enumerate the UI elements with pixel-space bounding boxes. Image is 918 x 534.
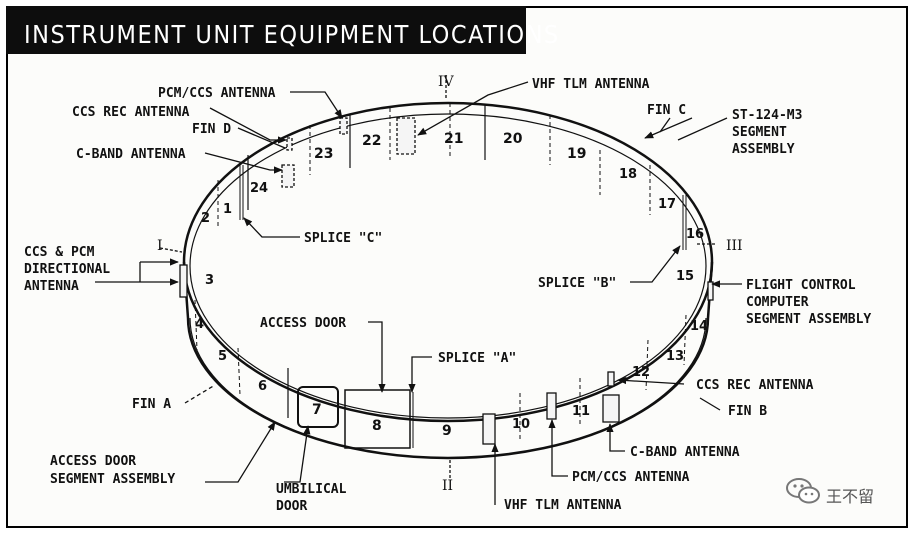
segment-label: 18 <box>619 167 637 182</box>
label-c-band-antenna-bottom: C-BAND ANTENNA <box>630 445 740 460</box>
segment-label: 19 <box>567 146 586 162</box>
label-ccs-rec-antenna-top: CCS REC ANTENNA <box>72 105 190 120</box>
segment-label: 1 <box>223 202 232 217</box>
segment-label: 23 <box>314 146 333 162</box>
label-vhf-tlm-antenna-bottom: VHF TLM ANTENNA <box>504 498 622 513</box>
watermark-text: 王不留 <box>826 487 875 506</box>
page-title: INSTRUMENT UNIT EQUIPMENT LOCATIONS <box>24 20 560 49</box>
label-ccs-pcm-line2: DIRECTIONAL <box>24 262 110 277</box>
label-fin-b: FIN B <box>728 404 767 419</box>
label-umbilical-line2: DOOR <box>276 499 307 514</box>
segment-label: 16 <box>686 227 704 242</box>
segment-label: 10 <box>512 417 530 432</box>
label-st124-line2: SEGMENT <box>732 125 787 140</box>
label-umbilical-line1: UMBILICAL <box>276 482 347 497</box>
label-splice-a: SPLICE "A" <box>438 351 516 366</box>
segment-label: 3 <box>205 273 214 288</box>
label-ccs-pcm-line3: ANTENNA <box>24 279 79 294</box>
label-c-band-antenna-top: C-BAND ANTENNA <box>76 147 186 162</box>
segment-label: 11 <box>572 404 590 419</box>
watermark: 王不留 <box>784 476 896 510</box>
position-marker: IV <box>438 74 455 90</box>
segment-dividers <box>194 103 687 440</box>
label-fin-d: FIN D <box>192 122 231 137</box>
access-door-panel <box>344 389 411 449</box>
segment-label: 5 <box>218 349 227 364</box>
label-ccs-rec-antenna-bottom: CCS REC ANTENNA <box>696 378 814 393</box>
segment-numbers: 1 2 3 4 5 6 7 8 9 10 11 12 13 14 15 16 1… <box>195 131 708 439</box>
label-splice-c: SPLICE "C" <box>304 231 382 246</box>
diagram-frame <box>6 6 908 528</box>
label-access-door-seg-line1: ACCESS DOOR <box>50 454 136 469</box>
label-st124-line3: ASSEMBLY <box>732 142 795 157</box>
segment-label: 14 <box>690 319 708 334</box>
label-pcm-ccs-antenna-top: PCM/CCS ANTENNA <box>158 86 276 101</box>
label-pcm-ccs-antenna-bottom: PCM/CCS ANTENNA <box>572 470 690 485</box>
wechat-logo-icon <box>786 478 820 504</box>
label-st124-line1: ST-124-M3 <box>732 108 802 123</box>
segment-label: 12 <box>632 365 650 380</box>
umbilical-door-shape <box>297 386 339 428</box>
label-access-door-seg-line2: SEGMENT ASSEMBLY <box>50 472 175 487</box>
label-splice-b: SPLICE "B" <box>538 276 616 291</box>
label-fin-c: FIN C <box>647 103 686 118</box>
segment-label: 13 <box>666 349 684 364</box>
label-fin-a: FIN A <box>132 397 171 412</box>
ring-body <box>182 101 714 460</box>
title-bar: INSTRUMENT UNIT EQUIPMENT LOCATIONS <box>6 6 558 54</box>
callout-labels: PCM/CCS ANTENNA CCS REC ANTENNA FIN D C-… <box>24 77 871 514</box>
position-marker: I <box>157 238 163 254</box>
label-vhf-tlm-antenna-top: VHF TLM ANTENNA <box>532 77 650 92</box>
segment-label: 20 <box>503 131 523 147</box>
segment-label: 4 <box>195 317 204 332</box>
label-ccs-pcm-line1: CCS & PCM <box>24 245 95 260</box>
label-access-door: ACCESS DOOR <box>260 316 346 331</box>
label-flight-control-line1: FLIGHT CONTROL <box>746 278 856 293</box>
segment-label: 8 <box>372 418 382 434</box>
segment-label: 22 <box>362 133 381 149</box>
segment-label: 7 <box>312 402 322 418</box>
antenna-shapes <box>179 117 714 445</box>
segment-dividers-solid <box>247 104 486 418</box>
segment-label: 6 <box>258 379 267 394</box>
label-flight-control-line3: SEGMENT ASSEMBLY <box>746 312 871 327</box>
segment-label: 9 <box>442 423 452 439</box>
position-marker: III <box>726 238 743 254</box>
segment-label: 24 <box>250 181 268 196</box>
segment-label: 15 <box>676 269 694 284</box>
label-flight-control-line2: COMPUTER <box>746 295 809 310</box>
segment-label: 21 <box>444 131 463 147</box>
segment-label: 2 <box>201 211 210 226</box>
position-marker: II <box>442 478 453 494</box>
leader-lines <box>95 75 742 505</box>
segment-label: 17 <box>658 197 676 212</box>
